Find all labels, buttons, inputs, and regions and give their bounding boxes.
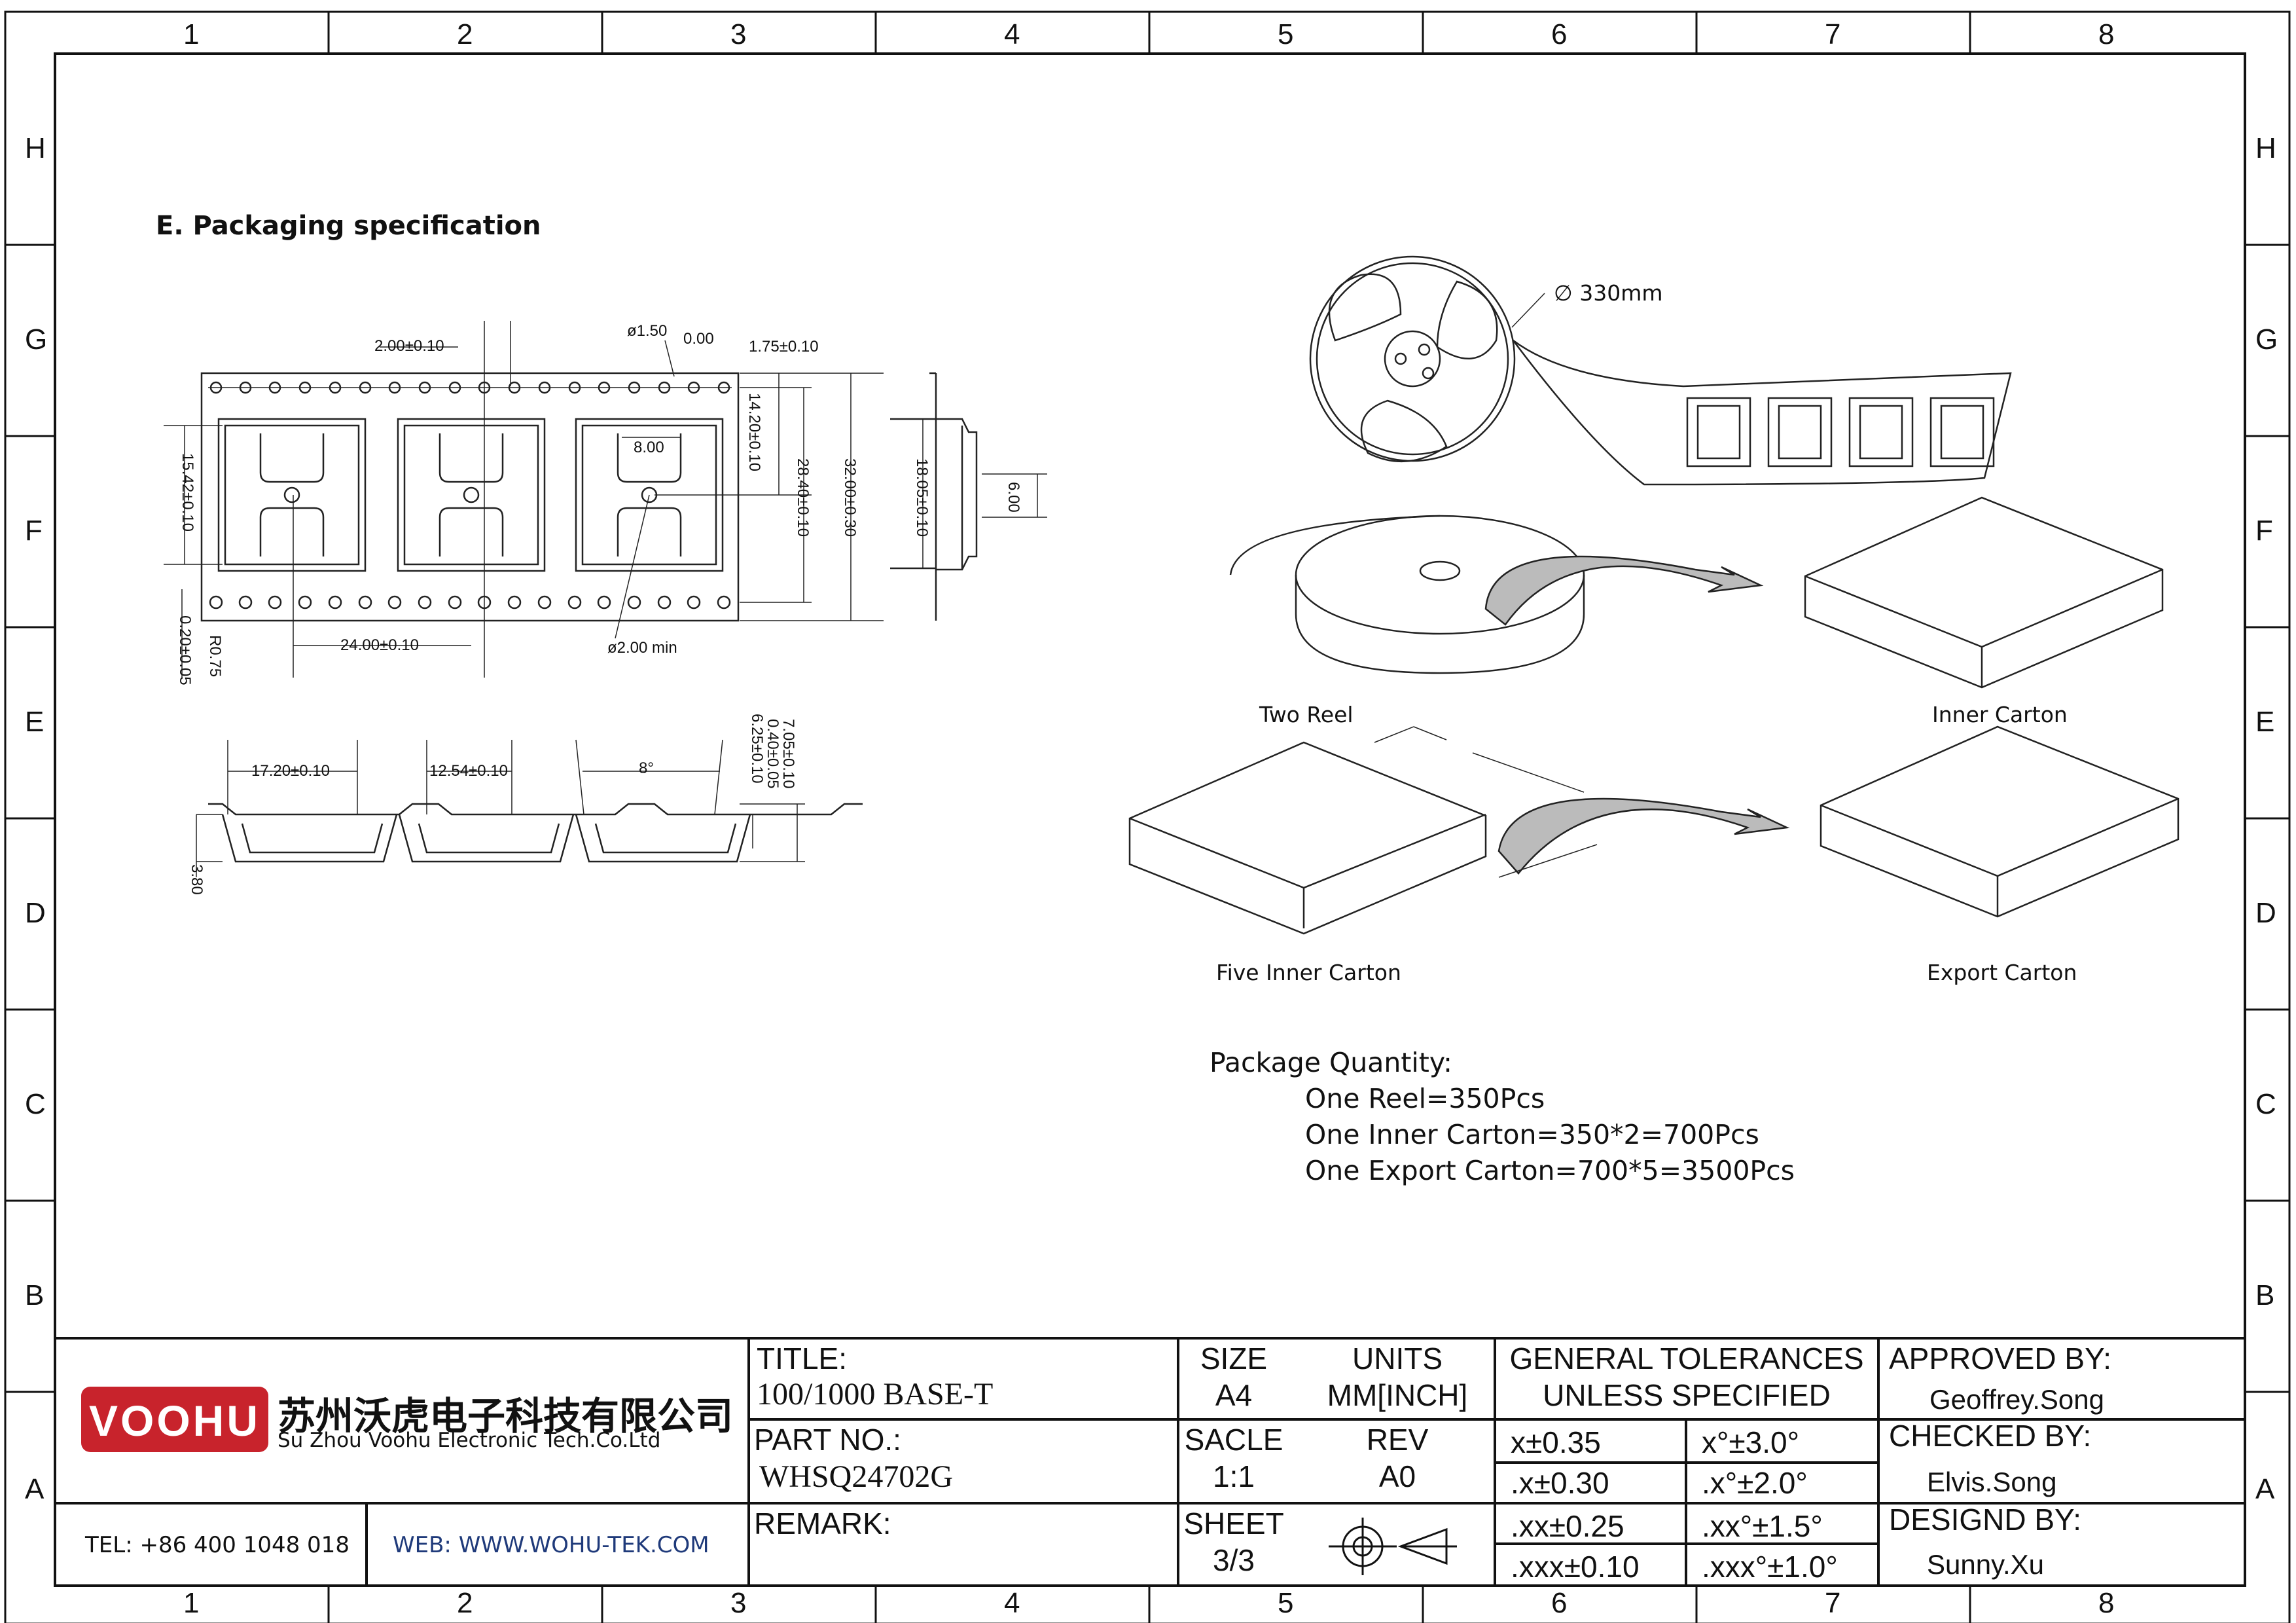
- company-web: WEB: WWW.WOHU-TEK.COM: [393, 1532, 709, 1558]
- grid-col-label: 3: [730, 1587, 747, 1619]
- grid-col-label: 6: [1551, 1587, 1568, 1619]
- dim-label: 0.00: [683, 330, 714, 348]
- tolerances-subheading: UNLESS SPECIFIED: [1543, 1378, 1831, 1412]
- grid-row-label: E: [2255, 706, 2275, 738]
- grid-col-label: 2: [457, 1587, 473, 1619]
- grid-row-label: B: [25, 1279, 45, 1311]
- part-label: PART NO.:: [754, 1423, 901, 1457]
- units-label: UNITS: [1352, 1341, 1443, 1376]
- dim-label: 1.75±0.10: [749, 338, 819, 356]
- caption-two-reel: Two Reel: [1259, 702, 1354, 727]
- grid-row-label: D: [25, 897, 46, 929]
- grid-col-label: 8: [2098, 1587, 2115, 1619]
- grid-row-label: F: [25, 515, 43, 547]
- scale-value: 1:1: [1213, 1459, 1255, 1493]
- dim-label: ø1.50: [627, 322, 668, 340]
- grid-row-label: F: [2255, 515, 2273, 547]
- part-value: WHSQ24702G: [759, 1459, 953, 1494]
- section-title: E. Packaging specification: [156, 211, 541, 241]
- caption-export-carton: Export Carton: [1927, 960, 2077, 985]
- caption-five-inner-carton: Five Inner Carton: [1216, 960, 1401, 985]
- grid-col-label: 5: [1278, 18, 1294, 50]
- tolerance-angular: .xx°±1.5°: [1702, 1509, 1823, 1543]
- size-value: A4: [1215, 1378, 1253, 1412]
- grid-col-label: 1: [183, 18, 200, 50]
- grid-row-label: H: [2255, 132, 2276, 164]
- grid-col-label: 8: [2098, 18, 2115, 50]
- dim-label: 8°: [639, 759, 654, 777]
- grid-col-label: 7: [1825, 18, 1841, 50]
- tolerances-heading: GENERAL TOLERANCES: [1509, 1341, 1864, 1376]
- tolerance-angular: .xxx°±1.0°: [1702, 1550, 1838, 1584]
- dim-label: ø2.00 min: [607, 639, 677, 657]
- company-tel: TEL: +86 400 1048 018: [85, 1532, 350, 1558]
- grid-row-label: A: [25, 1473, 45, 1505]
- grid-row-label: G: [25, 323, 48, 356]
- grid-col-label: 6: [1551, 18, 1568, 50]
- grid-row-label: D: [2255, 897, 2276, 929]
- tolerance-linear: .xx±0.25: [1511, 1509, 1624, 1543]
- tolerance-angular: .x°±2.0°: [1702, 1466, 1808, 1500]
- dim-label: 17.20±0.10: [251, 762, 330, 780]
- checked-value: Elvis.Song: [1927, 1467, 2057, 1497]
- package-quantity-line: One Export Carton=700*5=3500Pcs: [1305, 1155, 1795, 1186]
- dim-label: 2.00±0.10: [374, 337, 444, 355]
- sheet-value: 3/3: [1213, 1543, 1255, 1577]
- tolerance-linear: .xxx±0.10: [1511, 1550, 1640, 1584]
- company-logo: VOOHU: [81, 1387, 268, 1452]
- grid-col-label: 4: [1004, 1587, 1020, 1619]
- grid-row-label: A: [2255, 1473, 2275, 1505]
- grid-col-label: 2: [457, 18, 473, 50]
- caption-inner-carton: Inner Carton: [1932, 702, 2068, 727]
- units-value: MM[INCH]: [1327, 1378, 1468, 1412]
- grid-row-label: G: [2255, 323, 2278, 356]
- tolerance-angular: x°±3.0°: [1702, 1425, 1799, 1459]
- dim-label: 8.00: [634, 439, 664, 456]
- sheet-label: SHEET: [1183, 1506, 1284, 1541]
- dim-label: 24.00±0.10: [340, 636, 419, 654]
- package-quantity-line: One Inner Carton=350*2=700Pcs: [1305, 1119, 1759, 1150]
- grid-row-label: C: [2255, 1088, 2276, 1120]
- designed-value: Sunny.Xu: [1927, 1549, 2045, 1580]
- package-quantity-line: One Reel=350Pcs: [1305, 1083, 1545, 1114]
- grid-col-label: 7: [1825, 1587, 1841, 1619]
- dim-label: 12.54±0.10: [429, 762, 508, 780]
- company-name-cn: 苏州沃虎电子科技有限公司: [278, 1394, 734, 1438]
- remark-label: REMARK:: [754, 1506, 891, 1541]
- grid-col-label: 1: [183, 1587, 200, 1619]
- grid-row-label: H: [25, 132, 46, 164]
- tolerance-linear: x±0.35: [1511, 1425, 1601, 1459]
- grid-col-label: 4: [1004, 18, 1020, 50]
- grid-col-label: 5: [1278, 1587, 1294, 1619]
- grid-row-label: E: [25, 706, 45, 738]
- scale-label: SACLE: [1184, 1423, 1283, 1457]
- title-label: TITLE:: [757, 1341, 848, 1376]
- grid-row-label: C: [25, 1088, 46, 1120]
- approved-value: Geoffrey.Song: [1929, 1384, 2104, 1415]
- grid-row-label: B: [2255, 1279, 2275, 1311]
- rev-label: REV: [1366, 1423, 1429, 1457]
- company-name-en: Su Zhou Voohu Electronic Tech.Co.Ltd: [278, 1429, 661, 1452]
- checked-label: CHECKED BY:: [1889, 1419, 2092, 1453]
- size-label: SIZE: [1200, 1341, 1268, 1376]
- rev-value: A0: [1378, 1459, 1416, 1493]
- tolerance-linear: .x±0.30: [1511, 1466, 1609, 1500]
- title-value: 100/1000 BASE-T: [757, 1377, 994, 1412]
- reel-diameter-label: ∅ 330mm: [1554, 280, 1663, 306]
- designed-label: DESIGND BY:: [1889, 1503, 2081, 1537]
- approved-label: APPROVED BY:: [1889, 1341, 2112, 1376]
- package-quantity-heading: Package Quantity:: [1210, 1047, 1452, 1078]
- grid-col-label: 3: [730, 18, 747, 50]
- logo-text: VOOHU: [88, 1396, 261, 1445]
